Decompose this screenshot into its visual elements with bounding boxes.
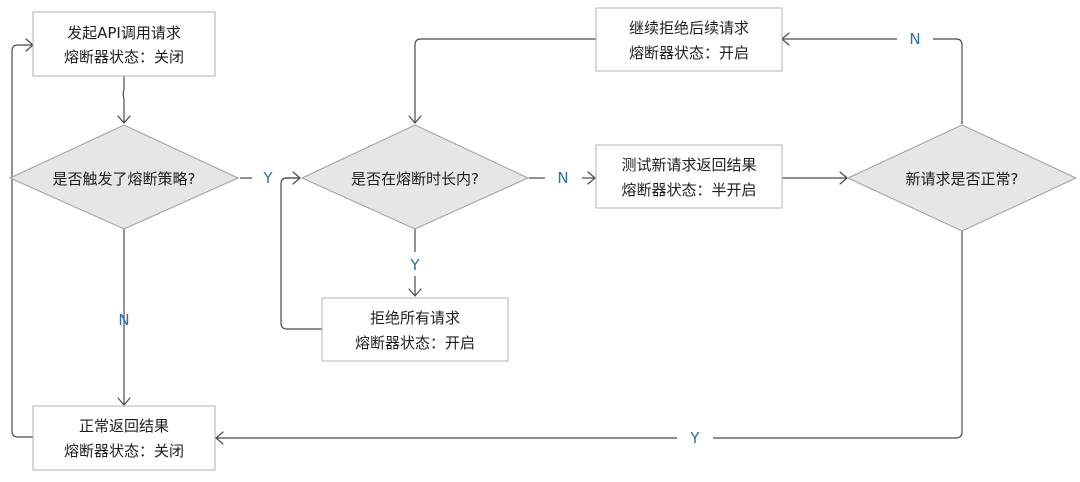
- edge-label-normal-yes: Y: [689, 429, 700, 447]
- edge-check-normal-to-continue-reject: [781, 32, 963, 124]
- edge-continue-reject-to-check-duration: [408, 38, 596, 124]
- edge-label-normal-no: N: [909, 30, 920, 48]
- node-reject-all-line2: 熔断器状态：开启: [355, 334, 475, 352]
- edge-label-duration-yes: Y: [409, 256, 420, 274]
- edge-test-request-to-check-normal: [782, 171, 848, 185]
- edge-reject-all-to-check-duration: [280, 177, 322, 330]
- node-continue-reject: 继续拒绝后续请求 熔断器状态：开启: [595, 7, 783, 72]
- edge-label-triggered-yes: Y: [262, 169, 273, 187]
- node-test-request: 测试新请求返回结果 熔断器状态：半开启: [595, 144, 783, 209]
- node-check-triggered-text: 是否触发了熔断策略?: [53, 170, 196, 188]
- node-start-line2: 熔断器状态：关闭: [64, 48, 184, 66]
- node-check-normal-text: 新请求是否正常?: [906, 170, 1019, 188]
- edge-check-duration-to-reject-all: [408, 228, 422, 297]
- node-reject-all-line1: 拒绝所有请求: [370, 309, 460, 327]
- node-check-duration-text: 是否在熔断时长内?: [351, 170, 479, 188]
- node-reject-all: 拒绝所有请求 熔断器状态：开启: [321, 297, 509, 362]
- edge-check-duration-to-test-request: [529, 171, 596, 185]
- node-continue-reject-line2: 熔断器状态：开启: [629, 44, 749, 62]
- edge-check-triggered-to-normal-return: [117, 228, 131, 406]
- node-test-request-line2: 熔断器状态：半开启: [621, 181, 756, 199]
- edge-label-duration-no: N: [557, 169, 568, 187]
- edge-check-normal-to-normal-return: [215, 230, 963, 445]
- node-normal-return-line1: 正常返回结果: [79, 417, 169, 435]
- edge-normal-return-to-start: [11, 38, 34, 438]
- edge-label-triggered-no: N: [118, 311, 129, 329]
- node-check-duration: 是否在熔断时长内?: [300, 124, 530, 230]
- node-start-line1: 发起API调用请求: [67, 24, 181, 42]
- node-continue-reject-line1: 继续拒绝后续请求: [629, 19, 749, 37]
- node-check-normal: 新请求是否正常?: [846, 124, 1078, 232]
- edge-start-to-check-triggered: [117, 76, 131, 124]
- node-check-triggered: 是否触发了熔断策略?: [8, 124, 240, 230]
- node-start-request: 发起API调用请求 熔断器状态：关闭: [32, 11, 216, 77]
- node-normal-return-line2: 熔断器状态：关闭: [64, 442, 184, 460]
- node-normal-return: 正常返回结果 熔断器状态：关闭: [32, 405, 216, 471]
- node-test-request-line1: 测试新请求返回结果: [621, 156, 756, 174]
